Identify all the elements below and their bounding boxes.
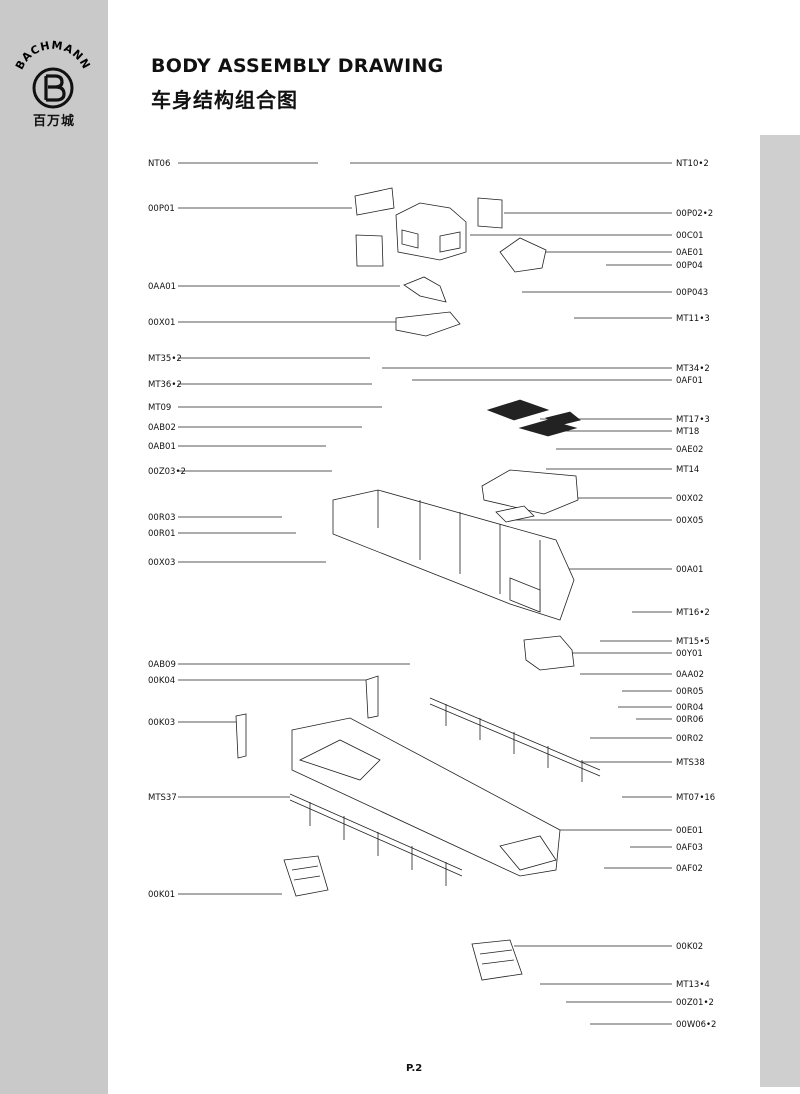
callout-label: MT18	[676, 427, 699, 437]
callout-label: 00X02	[676, 494, 703, 504]
callout-label: MT15•5	[676, 637, 710, 647]
callout-label: MT14	[676, 465, 699, 475]
callout-label: 00R06	[676, 715, 704, 725]
callout-label: 00K03	[148, 718, 175, 728]
callout-label: 00C01	[676, 231, 704, 241]
callout-label: 00X03	[148, 558, 175, 568]
callout-label: 00E01	[676, 826, 703, 836]
part-grille	[486, 399, 550, 421]
part-door-panel	[477, 197, 503, 229]
part-handrail-k04	[365, 675, 379, 719]
callout-label: 00P02•2	[676, 209, 713, 219]
callout-label: 0AA01	[148, 282, 176, 292]
callout-label: 00X01	[148, 318, 175, 328]
callout-label: NT10•2	[676, 159, 709, 169]
callout-label: MT09	[148, 403, 171, 413]
part-rail-left	[289, 793, 463, 877]
page-title: BODY ASSEMBLY DRAWING	[151, 55, 444, 77]
callout-label: 00A01	[676, 565, 703, 575]
part-window-panel	[354, 187, 395, 216]
callout-label: MTS38	[676, 758, 705, 768]
callout-label: 00X05	[676, 516, 703, 526]
callout-label: MT35•2	[148, 354, 182, 364]
part-console	[403, 276, 447, 303]
callout-label: MT36•2	[148, 380, 182, 390]
callout-label: 00K04	[148, 676, 175, 686]
bachmann-logo: BACHMANN	[13, 39, 92, 109]
page-title-cn: 车身结构组合图	[151, 88, 298, 112]
parts-illustration	[235, 187, 601, 981]
page-number: P.2	[406, 1063, 423, 1074]
callout-label: 00W06•2	[676, 1020, 716, 1030]
callout-label: MT34•2	[676, 364, 710, 374]
callout-label: 00R04	[676, 703, 704, 713]
callout-label: MT07•16	[676, 793, 715, 803]
part-rail-right	[429, 697, 601, 777]
callout-label: 0AB09	[148, 660, 176, 670]
callout-label: 0AF01	[676, 376, 703, 386]
callout-label: MT11•3	[676, 314, 710, 324]
callout-label: MT17•3	[676, 415, 710, 425]
callout-label: 00R05	[676, 687, 704, 697]
callout-label: 0AE01	[676, 248, 703, 258]
callout-label: MTS37	[148, 793, 177, 803]
callout-label: 0AF03	[676, 843, 703, 853]
callout-label: MT13•4	[676, 980, 710, 990]
part-roof	[481, 469, 579, 515]
part-nose	[499, 237, 547, 273]
part-frame	[395, 311, 461, 337]
logo-brand-cn: 百万城	[32, 114, 75, 129]
callout-label: 0AB02	[148, 423, 176, 433]
callout-label: 0AF02	[676, 864, 703, 874]
callout-label: 00Z01•2	[676, 998, 714, 1008]
right-margin-bar	[760, 135, 800, 1087]
left-sidebar	[0, 0, 108, 1094]
callout-label: 0AE02	[676, 445, 703, 455]
part-handrail-k03	[235, 713, 247, 759]
callout-label: 00R02	[676, 734, 704, 744]
part-side-panel	[355, 234, 384, 267]
callout-label: 00P01	[148, 204, 175, 214]
callout-label: 0AA02	[676, 670, 704, 680]
callout-label: 00P043	[676, 288, 708, 298]
callout-label: 00K02	[676, 942, 703, 952]
callout-label: 0AB01	[148, 442, 176, 452]
callout-label: MT16•2	[676, 608, 710, 618]
callout-label: 00R01	[148, 529, 176, 539]
callout-label: NT06	[148, 159, 170, 169]
part-tank	[523, 635, 575, 671]
leader-lines	[178, 162, 672, 1025]
callout-label: 00Z03•2	[148, 467, 186, 477]
callout-label: 00P04	[676, 261, 703, 271]
callout-label: 00R03	[148, 513, 176, 523]
callout-label: 00Y01	[676, 649, 703, 659]
callout-label: 00K01	[148, 890, 175, 900]
part-truck-front	[283, 855, 329, 897]
